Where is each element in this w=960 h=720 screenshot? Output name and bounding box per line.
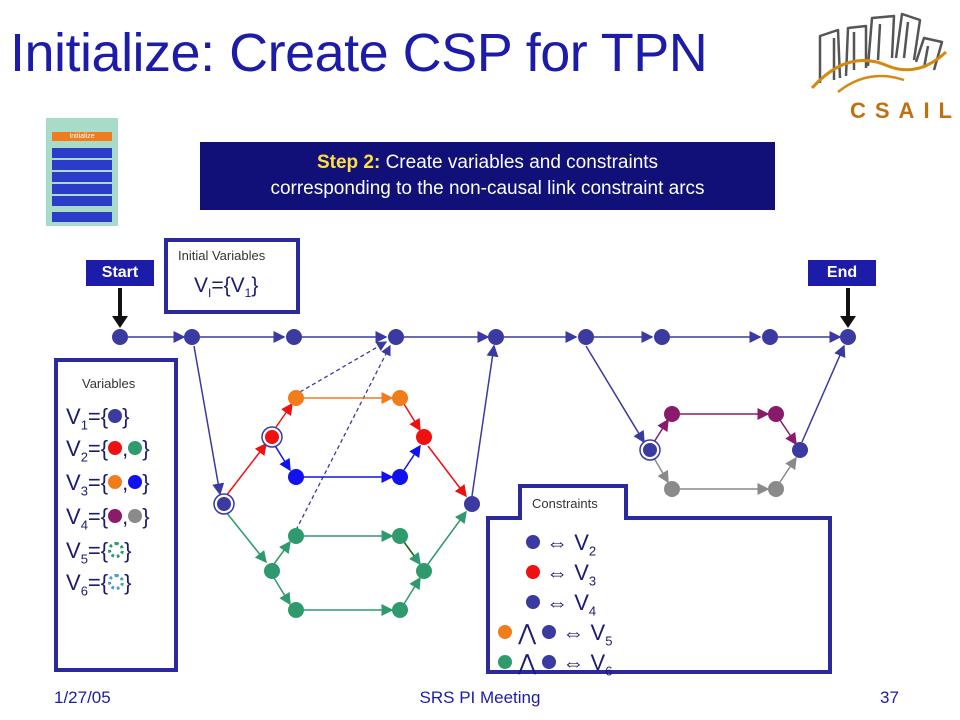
slide-title: Initialize: Create CSP for TPN: [10, 23, 708, 83]
footer-date: 1/27/05: [54, 688, 111, 707]
footer-page-number: 37: [880, 688, 899, 707]
left-subnetwork-edges: [225, 392, 467, 616]
end-arrow-head: [840, 316, 856, 328]
start-label: Start: [86, 260, 154, 286]
main-chain-edges: [128, 331, 846, 497]
constraints-header: Constraints: [518, 484, 628, 520]
initial-variables-value: VI={V1}: [194, 274, 259, 301]
step-text-line2: corresponding to the non-causal link con…: [270, 178, 705, 199]
progress-step: [52, 184, 112, 194]
variables-header: Variables: [82, 376, 136, 391]
start-arrow-head: [112, 316, 128, 328]
progress-indicator: Initialize: [46, 118, 118, 226]
variable-v1: V1={}: [66, 404, 130, 433]
right-subnetwork-edges: [653, 408, 797, 495]
progress-step: [52, 196, 112, 206]
logo-text: CSAIL: [850, 98, 958, 123]
constraint-v5: ⋀ ⇔ V5: [498, 620, 612, 648]
step-text-line1: Create variables and constraints: [385, 152, 659, 173]
step-lead: Step 2:: [316, 152, 381, 173]
constraints-panel: ⇔ V2 ⇔ V3 ⇔ V4 ⋀ ⇔ V5 ⋀ ⇔ V6: [486, 516, 832, 678]
variable-v6: V6={}: [66, 570, 132, 599]
ringed-nodes: [213, 426, 661, 515]
constraint-v2: ⇔ V2: [526, 530, 596, 558]
progress-step: [52, 148, 112, 158]
progress-step: [52, 212, 112, 222]
progress-step: [52, 172, 112, 182]
constraint-v6: ⋀ ⇔ V6: [498, 650, 612, 678]
constraint-v3: ⇔ V3: [526, 560, 596, 588]
initial-variables-header: Initial Variables: [178, 248, 266, 263]
csail-logo: CSAIL: [810, 12, 958, 123]
progress-step: [52, 160, 112, 170]
variable-v4: V4={,}: [66, 504, 150, 533]
colored-nodes: [264, 390, 784, 618]
end-label: End: [808, 260, 876, 286]
variable-v5: V5={}: [66, 538, 132, 567]
main-chain-nodes: [112, 329, 856, 512]
initial-variables-panel: Initial Variables VI={V1}: [164, 238, 300, 314]
variable-v3: V3={,}: [66, 470, 150, 499]
footer-meeting: SRS PI Meeting: [419, 688, 541, 707]
constraint-v4: ⇔ V4: [526, 590, 596, 618]
progress-step-active: Initialize: [52, 132, 112, 141]
dashed-arcs: [295, 341, 391, 531]
variable-v2: V2={,}: [66, 436, 150, 465]
step-callout: Step 2: Create variables and constraints…: [200, 142, 775, 210]
variables-panel: Variables V1={} V2={,} V3={,} V4={,} V5=…: [54, 358, 178, 672]
